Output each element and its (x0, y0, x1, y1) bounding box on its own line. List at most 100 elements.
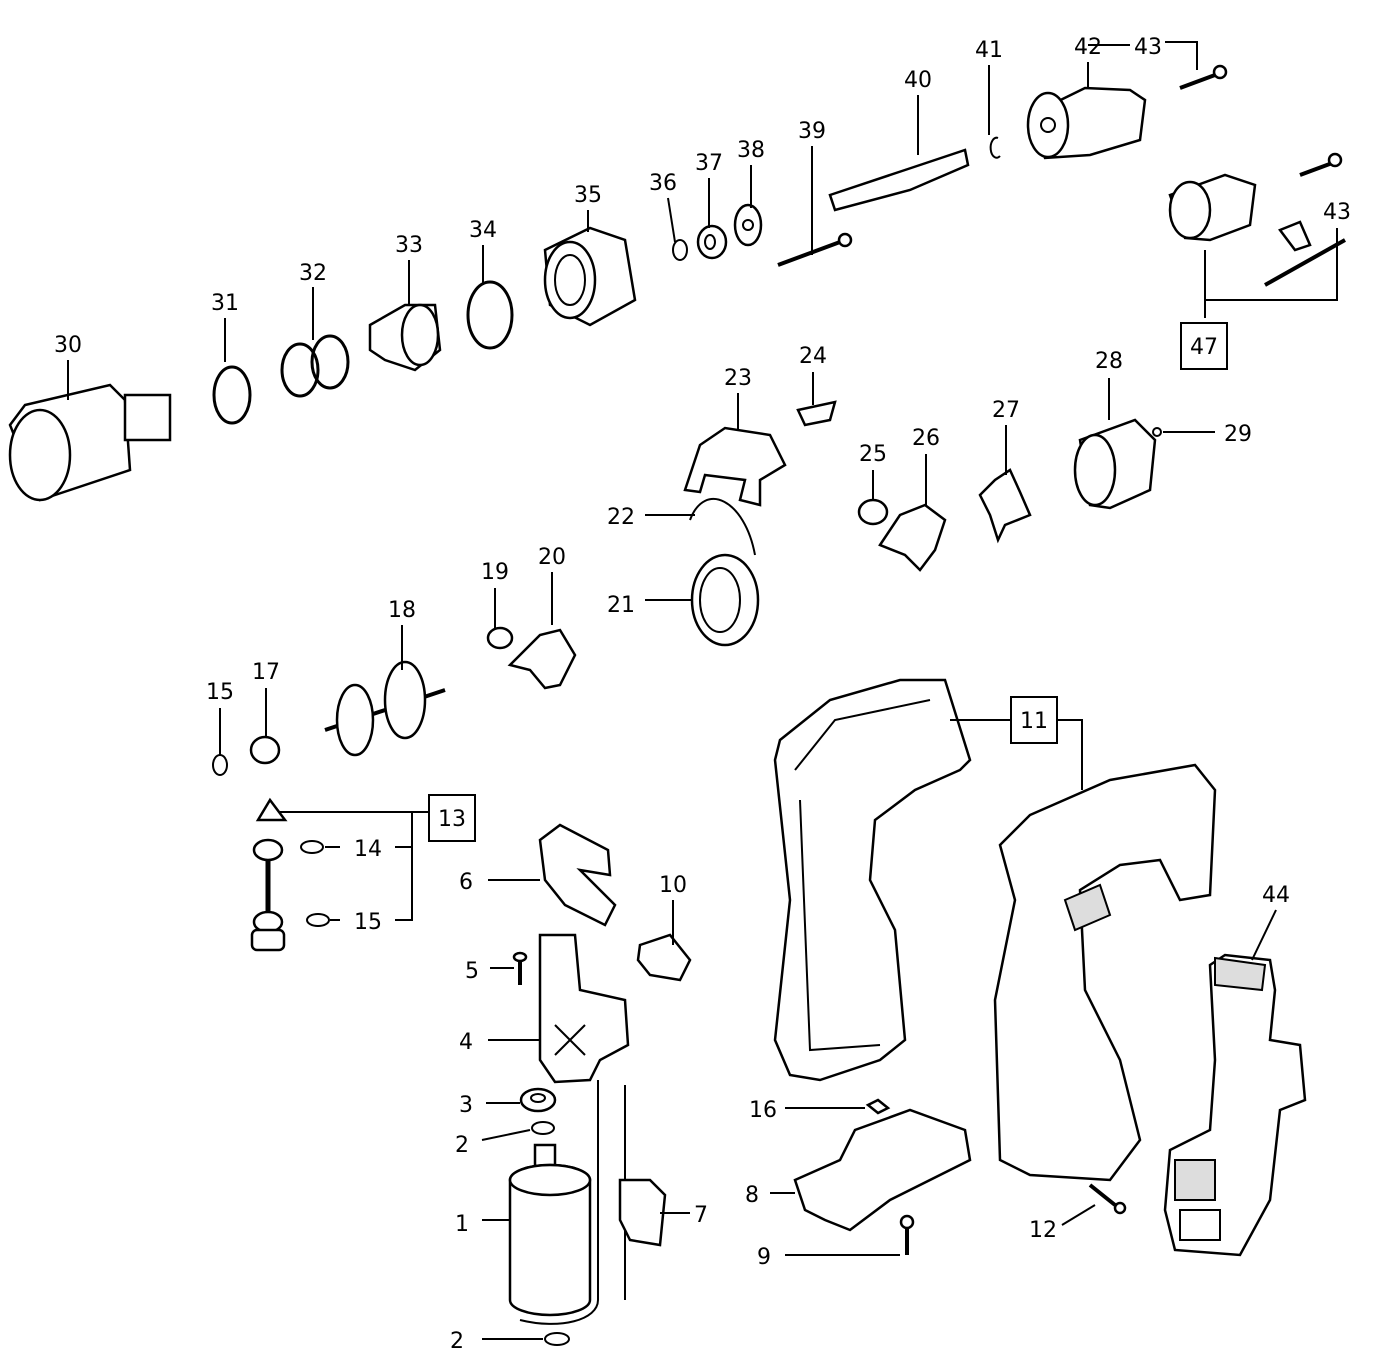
boxed-callouts: 47 13 11 (428, 322, 1228, 842)
callout-29: 29 (1224, 422, 1252, 447)
part-2-washer-bottom (544, 1332, 570, 1346)
part-33-clutch (368, 303, 442, 372)
part-35-clutch-ring (543, 226, 637, 327)
callout-3: 3 (459, 1093, 473, 1118)
callout-43: 43 (1323, 200, 1351, 225)
part-17-bearing (249, 735, 281, 765)
callout-37: 37 (695, 151, 723, 176)
callout-39: 39 (798, 119, 826, 144)
callout-21: 21 (607, 593, 635, 618)
part-34-washer (466, 280, 514, 350)
callout-38: 38 (737, 138, 765, 163)
callout-33: 33 (395, 233, 423, 258)
callout-5: 5 (465, 959, 479, 984)
callout-8: 8 (745, 1183, 759, 1208)
callout-36: 36 (649, 171, 677, 196)
callout-15: 15 (354, 910, 382, 935)
callout-40: 40 (904, 68, 932, 93)
callout-27: 27 (992, 398, 1020, 423)
callout-32: 32 (299, 261, 327, 286)
callout-box (1010, 696, 1058, 744)
part-5-screw (512, 951, 528, 985)
callout-12: 12 (1029, 1218, 1057, 1243)
callout-9: 9 (757, 1245, 771, 1270)
part-44-battery-pack (1163, 953, 1307, 1257)
part-43-screw (1179, 64, 1228, 90)
callout-34: 34 (469, 218, 497, 243)
callout-10: 10 (659, 873, 687, 898)
callout-14: 14 (354, 837, 382, 862)
part-3-bearing (519, 1087, 557, 1113)
part-26-planet-carrier (878, 503, 947, 572)
callout-35: 35 (574, 183, 602, 208)
part-24-clip (796, 400, 837, 427)
part-8-base-plate (793, 1108, 972, 1232)
part-37-bearing (696, 224, 728, 260)
part-38-plate (733, 203, 763, 247)
callout-25: 25 (859, 442, 887, 467)
part-21-ring-gear (690, 553, 760, 647)
callout-41: 41 (975, 38, 1003, 63)
callout-1: 1 (455, 1212, 469, 1237)
callout-18: 18 (388, 598, 416, 623)
part-41-clip (989, 136, 1001, 159)
boxed-callout-11: 11 (1010, 696, 1058, 744)
part-2-washer (531, 1121, 555, 1135)
callout-28: 28 (1095, 349, 1123, 374)
callout-22: 22 (607, 505, 635, 530)
part-29-ball (1152, 427, 1162, 437)
callout-13: 13 (438, 807, 466, 832)
callout-16: 16 (749, 1098, 777, 1123)
callout-17: 17 (252, 660, 280, 685)
part-20-planet-carrier (507, 628, 577, 690)
part-4-switch (538, 933, 630, 1084)
callout-6: 6 (459, 870, 473, 895)
part-27-plate (978, 468, 1032, 544)
part-47-keyed-chuck (1168, 152, 1346, 287)
part-22-spring-wire (689, 498, 756, 556)
callout-15: 15 (206, 680, 234, 705)
part-36-clip (672, 239, 688, 261)
callout-42: 42 (1074, 35, 1102, 60)
part-11-housing-right (993, 763, 1217, 1182)
part-9-screw (899, 1214, 915, 1255)
callout-24: 24 (799, 344, 827, 369)
callout-7: 7 (694, 1203, 708, 1228)
part-11-housing-left (773, 678, 972, 1082)
part-39-screw (777, 232, 853, 267)
part-25-pinion (857, 498, 889, 526)
callout-2: 2 (450, 1329, 464, 1353)
part-16-nut (865, 1098, 891, 1115)
part-15-o-ring (306, 913, 330, 927)
part-1-motor (508, 1143, 592, 1317)
callout-44: 44 (1262, 883, 1290, 908)
part-19-pinion (486, 626, 514, 650)
part-14-o-ring (300, 840, 324, 854)
part-7-terminal (618, 1178, 667, 1247)
part-40-spindle (828, 148, 970, 212)
callout-20: 20 (538, 545, 566, 570)
leader-lines (67, 41, 1338, 1340)
part-31-ring (212, 365, 252, 425)
callout-47: 47 (1190, 335, 1218, 360)
callout-19: 19 (481, 560, 509, 585)
callout-box (1180, 322, 1228, 370)
part-15-ring (212, 754, 228, 776)
part-12-screw (1088, 1183, 1127, 1215)
part-23-bracket (683, 426, 787, 507)
part-6-switch-lever (538, 823, 617, 927)
part-42-chuck (1026, 86, 1147, 160)
callout-30: 30 (54, 333, 82, 358)
callout-26: 26 (912, 426, 940, 451)
boxed-callout-47: 47 (1180, 322, 1228, 370)
part-30-gear-housing (8, 383, 172, 502)
part-10-knob (636, 933, 692, 982)
callout-43: 43 (1134, 35, 1162, 60)
part-18-gear-shaft (324, 660, 446, 757)
callout-11: 11 (1020, 709, 1048, 734)
callout-box (428, 794, 476, 842)
callout-4: 4 (459, 1030, 473, 1055)
part-32-spring (280, 334, 350, 398)
